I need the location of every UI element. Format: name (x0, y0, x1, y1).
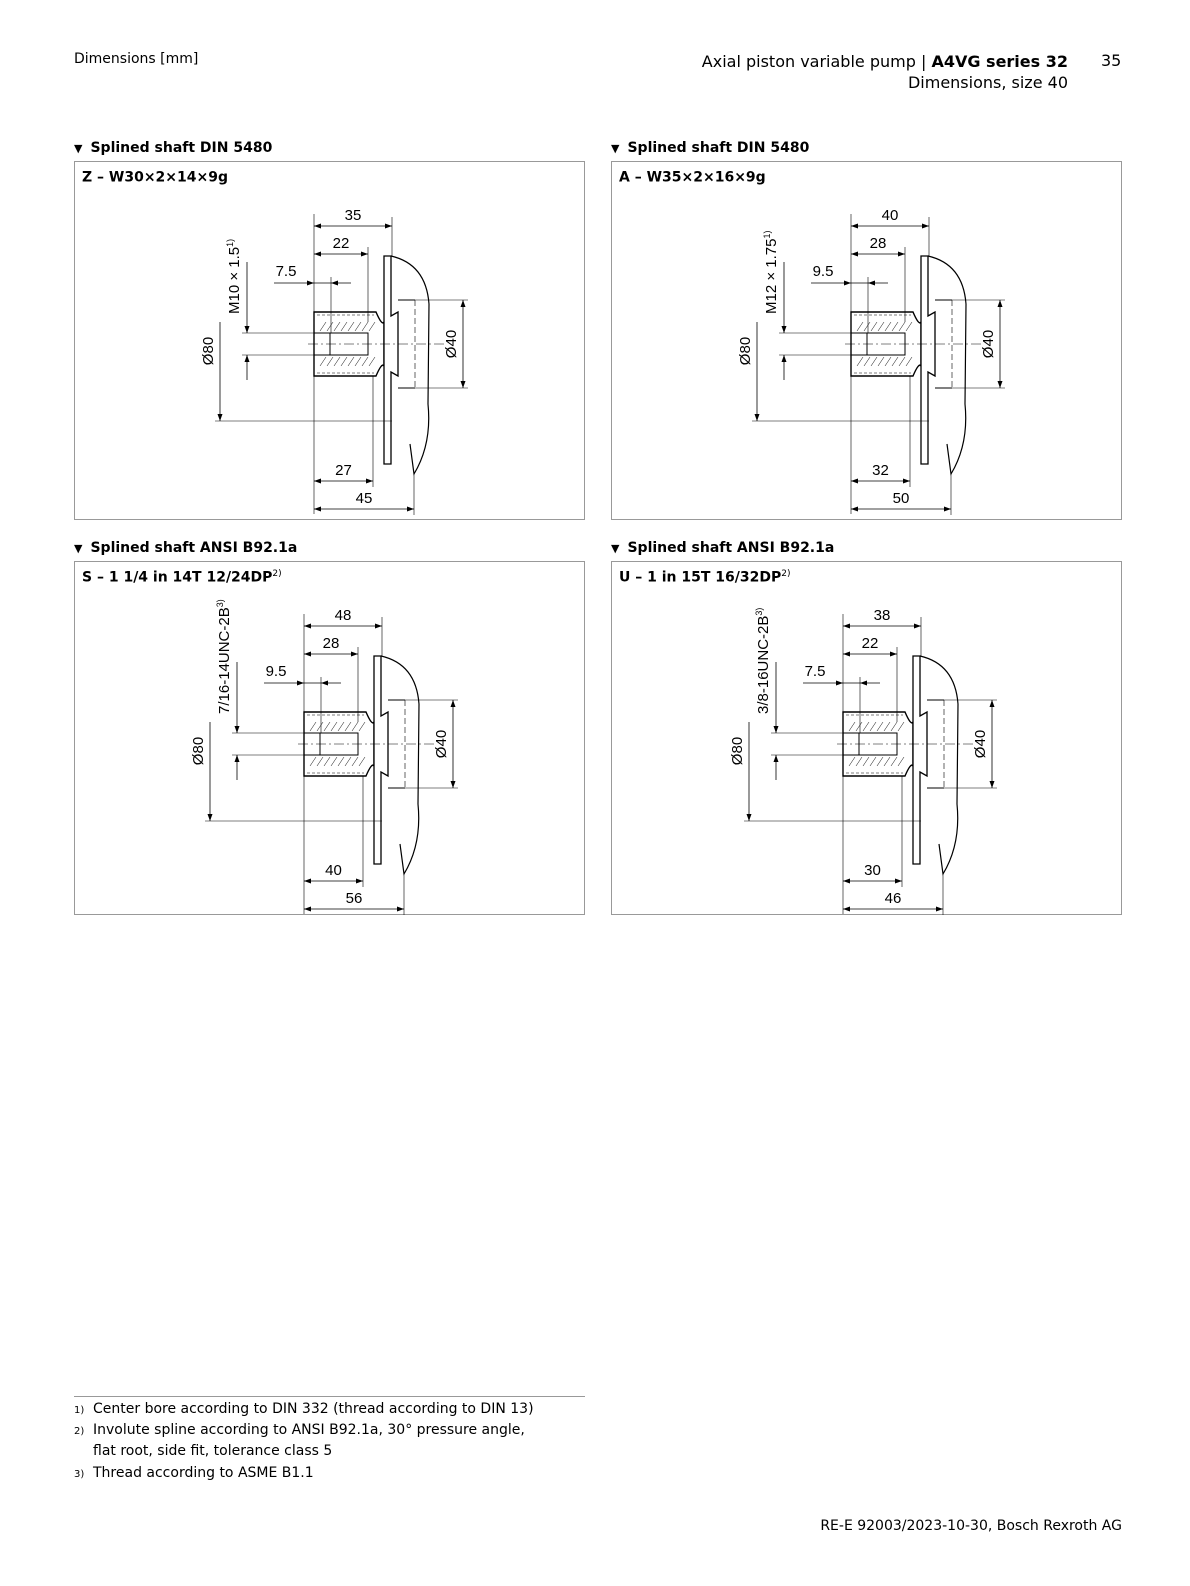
dimension-label: 28 (870, 235, 887, 252)
footnote-number: 3) (74, 1469, 85, 1480)
footnote-ref: 2) (781, 569, 791, 579)
footnote-divider (74, 1396, 585, 1397)
triangle-bullet-icon: ▼ (611, 142, 620, 155)
diameter-label: Ø80 (729, 737, 746, 765)
dimension-label: 30 (864, 862, 881, 879)
thread-spec: 3/8-16UNC-2B (755, 616, 772, 714)
header-title: Axial piston variable pump | A4VG series… (702, 51, 1068, 93)
dimension-label: 27 (335, 462, 352, 479)
footnote-text: Involute spline according to ANSI B92.1a… (93, 1422, 525, 1438)
footnote: 3) Thread according to ASME B1.1 (74, 1463, 314, 1485)
diameter-label: Ø40 (443, 330, 460, 358)
section-title: Splined shaft DIN 5480 (627, 140, 810, 156)
dimension-label: 32 (872, 462, 889, 479)
shaft-designation: A – W35×2×16×9g (619, 169, 766, 186)
triangle-bullet-icon: ▼ (74, 542, 83, 555)
section-heading: ▼ Splined shaft DIN 5480 (611, 140, 809, 156)
thread-label: M12 × 1.751) (762, 231, 780, 314)
dimension-label: 50 (893, 490, 910, 507)
dimension-label: 9.5 (266, 663, 287, 680)
dimension-label: 38 (874, 607, 891, 624)
diameter-label: Ø40 (972, 730, 989, 758)
dimension-label: 46 (885, 890, 902, 907)
footnote-number: 2) (74, 1426, 85, 1437)
shaft-code: S – 1 1/4 in 14T 12/24DP (82, 569, 273, 586)
shaft-designation: Z – W30×2×14×9g (82, 169, 228, 186)
footnote-ref: 1) (762, 231, 772, 239)
shaft-designation: S – 1 1/4 in 14T 12/24DP2) (82, 569, 282, 586)
dimension-label: 28 (323, 635, 340, 652)
header-title-prefix: Axial piston variable pump | (701, 52, 932, 71)
thread-spec: M10 × 1.5 (226, 247, 243, 314)
footnote-text: Thread according to ASME B1.1 (93, 1465, 314, 1481)
section-heading: ▼ Splined shaft DIN 5480 (74, 140, 272, 156)
triangle-bullet-icon: ▼ (611, 542, 620, 555)
section-heading: ▼ Splined shaft ANSI B92.1a (611, 540, 834, 556)
header-product: A4VG series 32 (931, 52, 1068, 71)
page-number: 35 (1101, 51, 1122, 70)
section-title: Splined shaft DIN 5480 (90, 140, 273, 156)
dimension-label: 40 (325, 862, 342, 879)
footnote: 2) Involute spline according to ANSI B92.… (74, 1420, 525, 1442)
shaft-code: U – 1 in 15T 16/32DP (619, 569, 782, 586)
shaft-designation: U – 1 in 15T 16/32DP2) (619, 569, 791, 586)
header-subtitle: Dimensions, size 40 (907, 73, 1068, 92)
diameter-label: Ø80 (200, 337, 217, 365)
footnote-text: flat root, side fit, tolerance class 5 (93, 1443, 333, 1459)
footnote-ref: 1) (225, 239, 235, 247)
footnote-ref: 3) (754, 608, 764, 616)
footnote-number: 1) (74, 1405, 85, 1416)
dimension-label: 7.5 (805, 663, 826, 680)
header-section-label: Dimensions [mm] (74, 51, 199, 67)
thread-spec: 7/16-14UNC-2B (216, 607, 233, 714)
footnote-ref: 3) (215, 599, 225, 607)
dimension-label: 7.5 (276, 263, 297, 280)
document-reference: RE-E 92003/2023-10-30, Bosch Rexroth AG (820, 1518, 1122, 1534)
dimension-label: 9.5 (813, 263, 834, 280)
dimension-label: 48 (335, 607, 352, 624)
shaft-code: Z – W30×2×14×9g (82, 169, 229, 186)
shaft-code: A – W35×2×16×9g (619, 169, 766, 186)
footnote-text: Center bore according to DIN 332 (thread… (93, 1401, 534, 1417)
diameter-label: Ø80 (190, 737, 207, 765)
dimension-label: 56 (346, 890, 363, 907)
diameter-label: Ø80 (737, 337, 754, 365)
section-title: Splined shaft ANSI B92.1a (90, 540, 298, 556)
thread-spec: M12 × 1.75 (763, 239, 780, 314)
footnote: flat root, side fit, tolerance class 5 (74, 1441, 332, 1462)
footnote-ref: 2) (272, 569, 282, 579)
dimension-label: 22 (862, 635, 879, 652)
footnote: 1) Center bore according to DIN 332 (thre… (74, 1399, 534, 1421)
thread-label: 3/8-16UNC-2B3) (754, 608, 772, 714)
dimension-label: 35 (345, 207, 362, 224)
thread-label: M10 × 1.51) (225, 239, 243, 314)
diameter-label: Ø40 (433, 730, 450, 758)
triangle-bullet-icon: ▼ (74, 142, 83, 155)
dimension-label: 45 (356, 490, 373, 507)
section-heading: ▼ Splined shaft ANSI B92.1a (74, 540, 297, 556)
diameter-label: Ø40 (980, 330, 997, 358)
section-title: Splined shaft ANSI B92.1a (627, 540, 835, 556)
thread-label: 7/16-14UNC-2B3) (215, 599, 233, 714)
dimension-label: 40 (882, 207, 899, 224)
dimension-label: 22 (333, 235, 350, 252)
